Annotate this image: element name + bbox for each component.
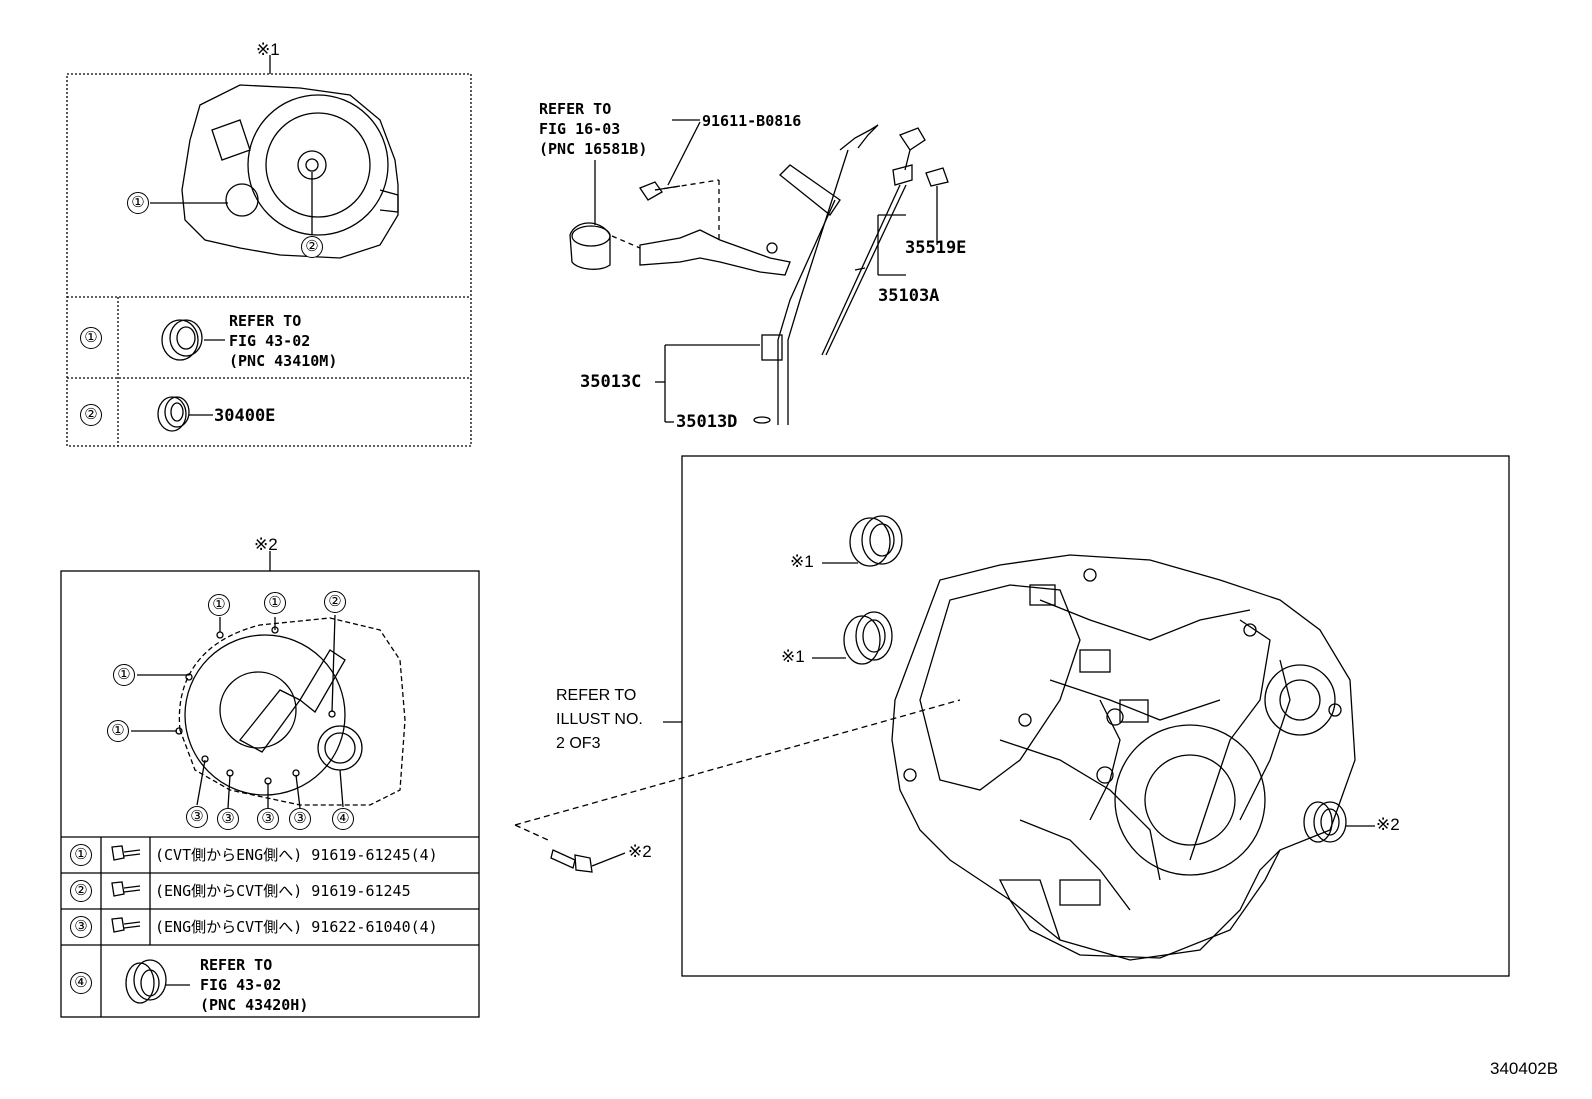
- callout-2: ②: [301, 236, 323, 258]
- transmission-sketch: [891, 554, 1356, 961]
- mark-2-bottom: ※2: [254, 535, 278, 554]
- seal-icons-top: [157, 319, 225, 432]
- row-2-number: ②: [80, 404, 102, 426]
- table-row-1-text: (CVT側からENG側へ) 91619-61245(4): [155, 846, 438, 864]
- dipstick-refer-line3: (PNC 16581B): [539, 140, 648, 158]
- figure-id: 340402B: [1490, 1059, 1559, 1078]
- mark-2-bolt: ※2: [628, 842, 652, 861]
- housing-callout-3b: ③: [217, 808, 239, 830]
- illust-refer-line3: 2 OF3: [556, 735, 601, 752]
- top-left-panel-frame: [66, 55, 472, 447]
- housing-callout-1d: ①: [107, 720, 129, 742]
- housing-callout-1b: ①: [264, 592, 286, 614]
- illust-refer-line1: REFER TO: [556, 687, 637, 704]
- mark-2-seal: ※2: [1376, 815, 1400, 834]
- mark-1-seal-b: ※1: [781, 647, 805, 666]
- table-row-3-number: ③: [70, 916, 92, 938]
- table-row-4-refer-line2: FIG 43-02: [200, 976, 282, 994]
- part-91611-B0816: 91611-B0816: [702, 112, 802, 130]
- illust-refer-line2: ILLUST NO.: [556, 711, 643, 728]
- housing-callout-3c: ③: [257, 808, 279, 830]
- main-panel-frame: [663, 455, 1510, 977]
- bottom-left-panel-frame: [60, 551, 480, 1018]
- main-panel-seals: [812, 515, 1375, 843]
- housing-callout-3a: ③: [186, 806, 208, 828]
- mark-1-seal-a: ※1: [790, 552, 814, 571]
- seal-icon-bottom: [125, 959, 190, 1004]
- table-row-2-number: ②: [70, 880, 92, 902]
- part-35103A: 35103A: [878, 286, 940, 306]
- row-1-refer-line3: (PNC 43410M): [229, 352, 338, 370]
- part-30400E: 30400E: [214, 406, 276, 426]
- bolt-icons: [111, 845, 141, 933]
- housing-callout-2: ②: [324, 591, 346, 613]
- callout-1: ①: [127, 192, 149, 214]
- table-row-4-refer-line1: REFER TO: [200, 956, 273, 974]
- dipstick-refer-line1: REFER TO: [539, 100, 612, 118]
- row-1-refer-line2: FIG 43-02: [229, 332, 311, 350]
- table-row-4-refer-line3: (PNC 43420H): [200, 996, 309, 1014]
- housing-callout-4: ④: [332, 808, 354, 830]
- housing-callout-1c: ①: [113, 664, 135, 686]
- table-row-4-number: ④: [70, 972, 92, 994]
- row-1-number: ①: [80, 327, 102, 349]
- part-35013C: 35013C: [580, 372, 642, 392]
- table-row-2-text: (ENG側からCVT側へ) 91619-61245: [155, 882, 411, 900]
- table-row-3-text: (ENG側からCVT側へ) 91622-61040(4): [155, 918, 438, 936]
- table-row-1-number: ①: [70, 844, 92, 866]
- part-35013D: 35013D: [676, 412, 738, 432]
- housing-sketch-top: [150, 84, 399, 259]
- part-35519E: 35519E: [905, 238, 967, 258]
- housing-callout-3d: ③: [289, 808, 311, 830]
- dipstick-sketch: [569, 119, 949, 425]
- housing-sketch-bottom: [131, 614, 406, 809]
- dipstick-refer-line2: FIG 16-03: [539, 120, 621, 138]
- mark-1-top: ※1: [256, 40, 280, 59]
- row-1-refer-line1: REFER TO: [229, 312, 302, 330]
- housing-callout-1a: ①: [208, 594, 230, 616]
- loose-bolt: [514, 699, 961, 873]
